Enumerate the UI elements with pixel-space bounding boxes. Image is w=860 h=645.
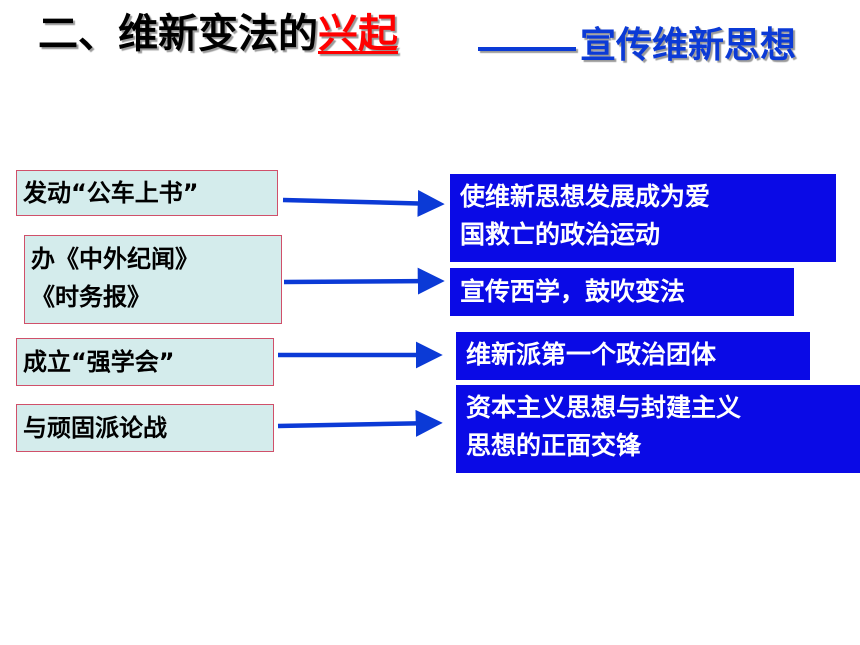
result-1-line-1: 使维新思想发展成为爱 (460, 182, 711, 211)
action-box-4: 与顽固派论战 (16, 404, 274, 452)
result-box-1: 使维新思想发展成为爱 国救亡的政治运动 (450, 174, 836, 262)
action-2-line-2: 《时务报》 (31, 283, 151, 311)
result-box-3: 维新派第一个政治团体 (456, 332, 810, 380)
action-2-line-1: 办《中外纪闻》 (31, 245, 199, 273)
page-title: 二、维新变法的兴起 (38, 6, 398, 62)
subtitle-dash (478, 47, 576, 51)
action-3-line-1: 成立“强学会” (23, 348, 175, 376)
result-box-2: 宣传西学，鼓吹变法 (450, 268, 794, 316)
arrow-1 (282, 189, 445, 217)
title-prefix: 二、维新变法的 (38, 11, 318, 57)
result-4-line-2: 思想的正面交锋 (466, 431, 642, 460)
subtitle-text: 宣传维新思想 (580, 25, 797, 66)
result-3-line-1: 维新派第一个政治团体 (466, 340, 717, 369)
action-1-line-1: 发动“公车上书” (23, 179, 199, 207)
result-box-4: 资本主义思想与封建主义 思想的正面交锋 (456, 385, 860, 473)
arrow-4 (277, 409, 443, 437)
title-highlight: 兴起 (318, 11, 398, 57)
action-4-line-1: 与顽固派论战 (23, 414, 167, 442)
result-4-line-1: 资本主义思想与封建主义 (466, 393, 742, 422)
arrow-2 (283, 267, 445, 295)
result-2-line-1: 宣传西学，鼓吹变法 (460, 277, 686, 306)
action-box-1: 发动“公车上书” (16, 170, 278, 216)
action-box-3: 成立“强学会” (16, 338, 274, 386)
result-1-line-2: 国救亡的政治运动 (460, 220, 661, 249)
page-subtitle: 宣传维新思想 (478, 20, 796, 72)
action-box-2: 办《中外纪闻》 《时务报》 (24, 235, 282, 324)
